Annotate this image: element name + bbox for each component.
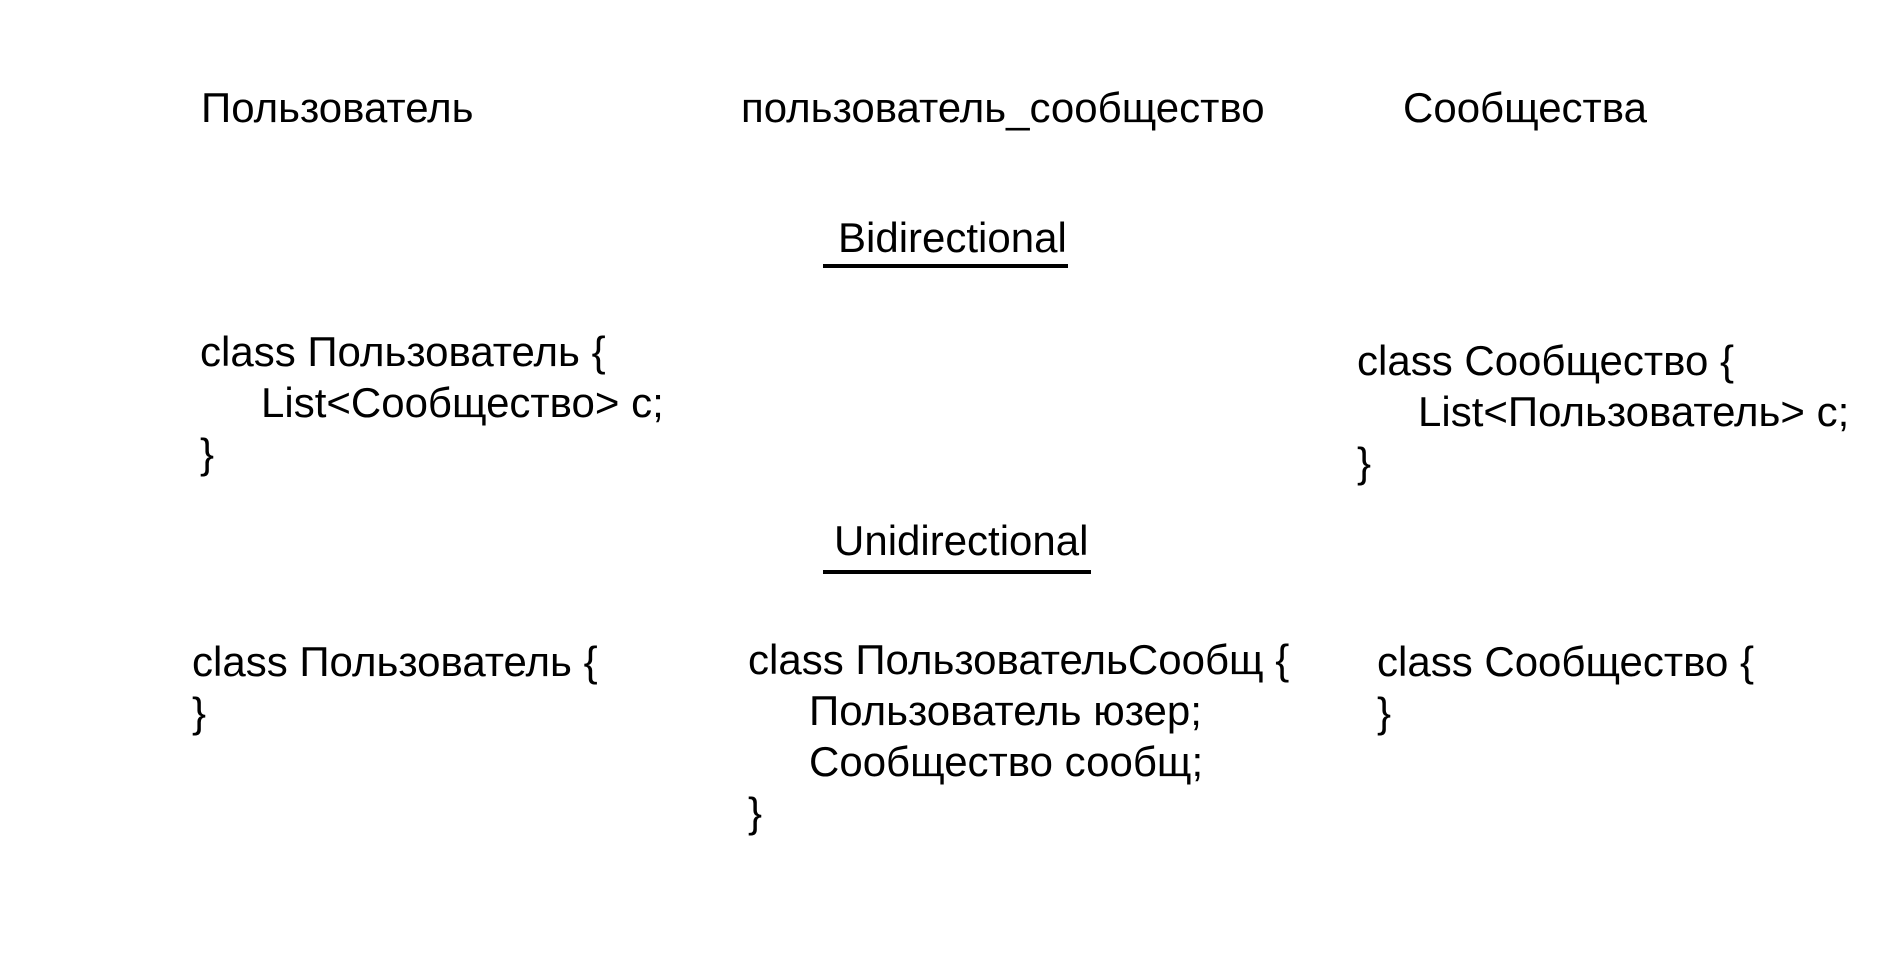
code-line: class Сообщество { bbox=[1357, 337, 1735, 384]
bidirectional-underline bbox=[823, 264, 1068, 268]
code-line: class Пользователь { bbox=[192, 638, 598, 685]
code-line: } bbox=[748, 789, 763, 836]
unidirectional-heading: Unidirectional bbox=[834, 517, 1089, 564]
bidirectional-heading: Bidirectional bbox=[838, 214, 1067, 261]
code-line: } bbox=[200, 430, 215, 477]
code-line: class Пользователь { bbox=[200, 328, 606, 375]
unidirectional-underline bbox=[823, 570, 1091, 574]
code-line: class Сообщество { bbox=[1377, 638, 1755, 685]
bidirectional-user-class: class Пользователь { List<Сообщество> c;… bbox=[200, 326, 664, 479]
table-name-user-community: пользователь_сообщество bbox=[741, 84, 1265, 131]
code-line: List<Сообщество> c; bbox=[261, 379, 664, 426]
code-line: Сообщество сообщ; bbox=[809, 738, 1204, 785]
code-line: } bbox=[1357, 439, 1372, 486]
code-line: List<Пользователь> c; bbox=[1418, 388, 1850, 435]
code-line: class ПользовательСообщ { bbox=[748, 636, 1290, 683]
table-name-communities: Сообщества bbox=[1403, 84, 1647, 131]
unidirectional-join-class: class ПользовательСообщ { Пользователь ю… bbox=[748, 634, 1289, 838]
code-line: } bbox=[1377, 689, 1392, 736]
bidirectional-community-class: class Сообщество { List<Пользователь> c;… bbox=[1357, 335, 1849, 488]
unidirectional-community-class: class Сообщество { } bbox=[1377, 636, 1754, 738]
unidirectional-user-class: class Пользователь { } bbox=[192, 636, 598, 738]
code-line: Пользователь юзер; bbox=[809, 687, 1202, 734]
code-line: } bbox=[192, 689, 207, 736]
table-name-user: Пользователь bbox=[201, 84, 474, 131]
